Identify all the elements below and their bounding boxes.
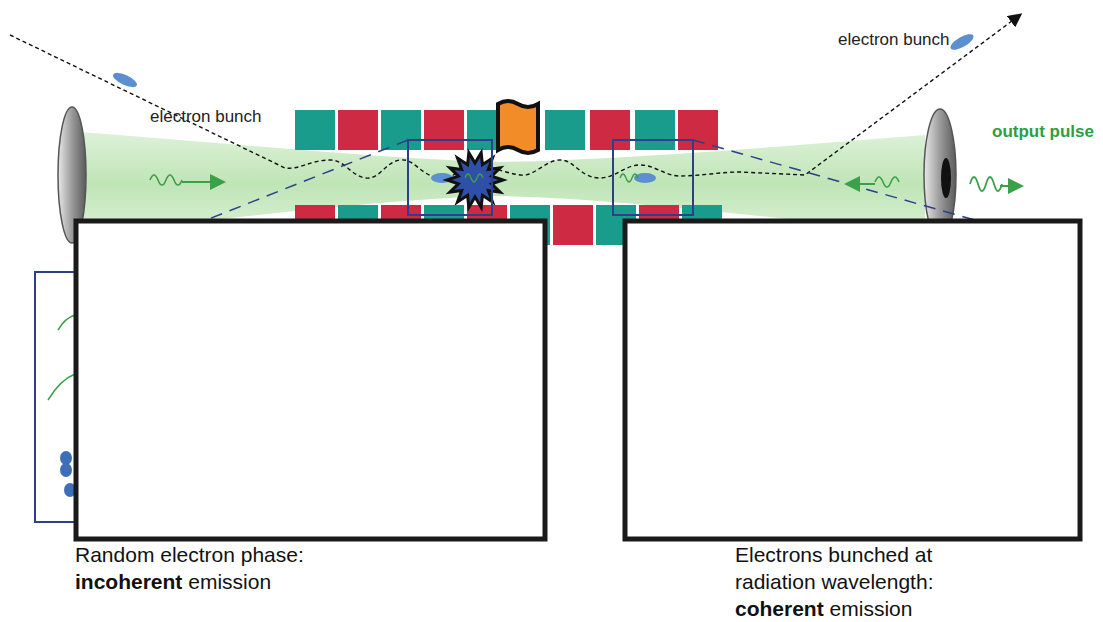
output-label: output pulse	[992, 122, 1094, 142]
bunch-label: electron bunch	[150, 107, 262, 127]
caption-keyword: coherent	[735, 597, 824, 621]
caption-text: Random electron phase:	[75, 543, 304, 567]
caption-text: radiation wavelength:	[735, 570, 933, 594]
caption-text: emission	[188, 570, 271, 594]
caption-text: emission	[830, 597, 913, 621]
caption-keyword: incoherent	[75, 570, 182, 594]
caption-text: Electrons bunched at	[735, 543, 932, 567]
bunch-label: electron bunch	[838, 30, 950, 50]
